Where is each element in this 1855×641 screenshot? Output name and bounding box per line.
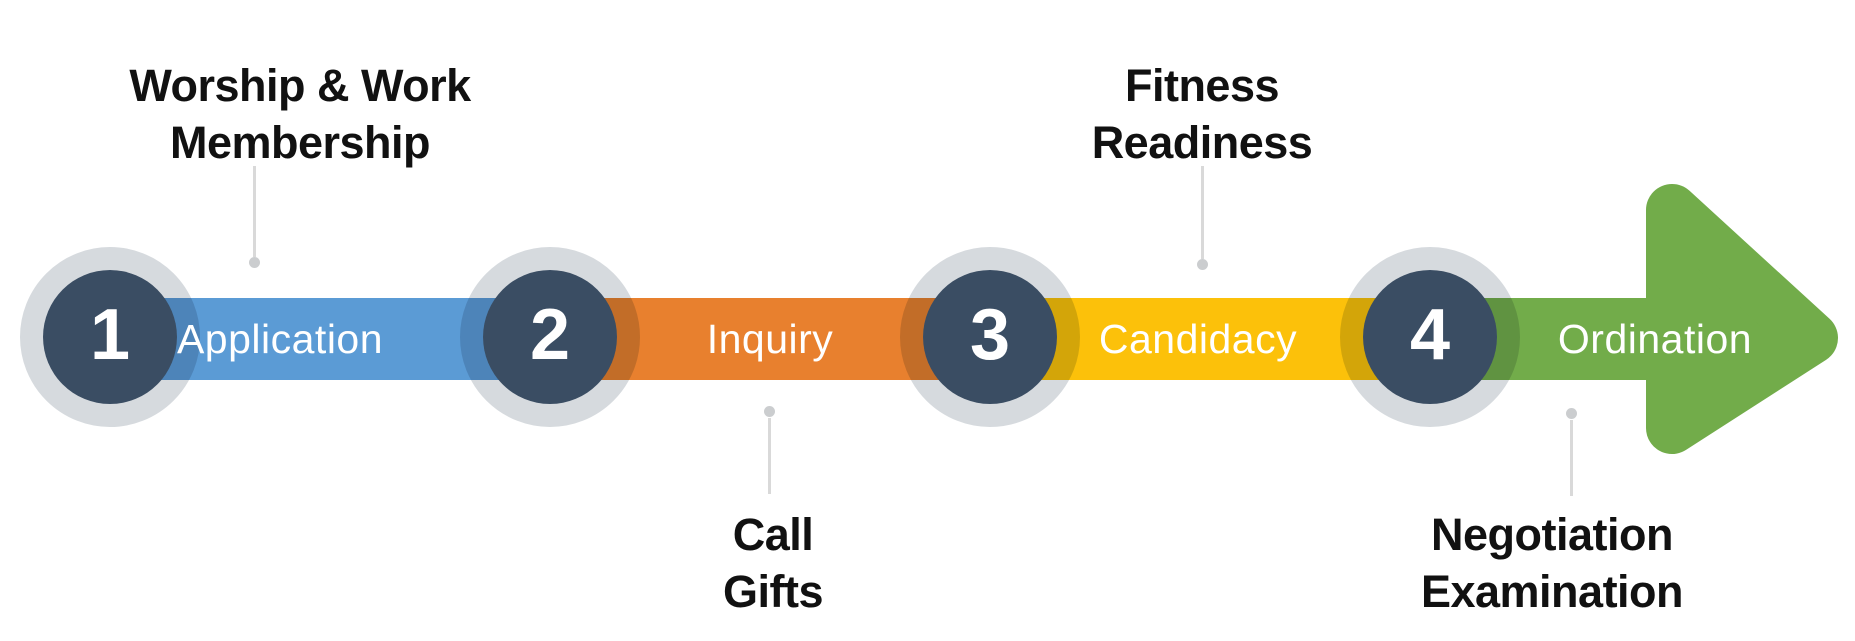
step-circle-2: 2: [483, 270, 617, 404]
connector-dot-3: [1197, 259, 1208, 270]
step-number-2: 2: [529, 295, 571, 375]
step-circle-1: 1: [43, 270, 177, 404]
annotation-application-line1: Worship & Work: [129, 60, 471, 111]
segment-label-ordination: Ordination: [1557, 316, 1753, 362]
annotation-candidacy-line1: Fitness: [1124, 60, 1280, 111]
annotation-candidacy-line2: Readiness: [1091, 117, 1313, 168]
annotation-candidacy: Fitness Readiness: [952, 57, 1452, 171]
step-number-1: 1: [89, 295, 131, 375]
connector-dot-2: [764, 406, 775, 417]
segment-label-application: Application: [176, 316, 384, 362]
annotation-application-line2: Membership: [169, 117, 431, 168]
step-circle-4: 4: [1363, 270, 1497, 404]
segment-label-inquiry: Inquiry: [706, 316, 834, 362]
connector-dot-4: [1566, 408, 1577, 419]
step-circle-3: 3: [923, 270, 1057, 404]
step-number-3: 3: [969, 295, 1011, 375]
segment-label-candidacy: Candidacy: [1098, 316, 1298, 362]
arrowhead-shape: [1646, 184, 1838, 454]
connector-line-3: [1201, 166, 1204, 259]
connector-dot-1: [249, 257, 260, 268]
annotation-inquiry-line2: Gifts: [722, 566, 824, 617]
annotation-application: Worship & Work Membership: [50, 57, 550, 171]
connector-line-2: [768, 418, 771, 494]
step-number-4: 4: [1409, 295, 1451, 375]
annotation-inquiry: Call Gifts: [523, 506, 1023, 620]
annotation-ordination-line2: Examination: [1420, 566, 1684, 617]
connector-line-4: [1570, 420, 1573, 496]
annotation-ordination: Negotiation Examination: [1302, 506, 1802, 620]
annotation-inquiry-line1: Call: [732, 509, 814, 560]
annotation-ordination-line1: Negotiation: [1431, 509, 1673, 560]
connector-line-1: [253, 166, 256, 257]
